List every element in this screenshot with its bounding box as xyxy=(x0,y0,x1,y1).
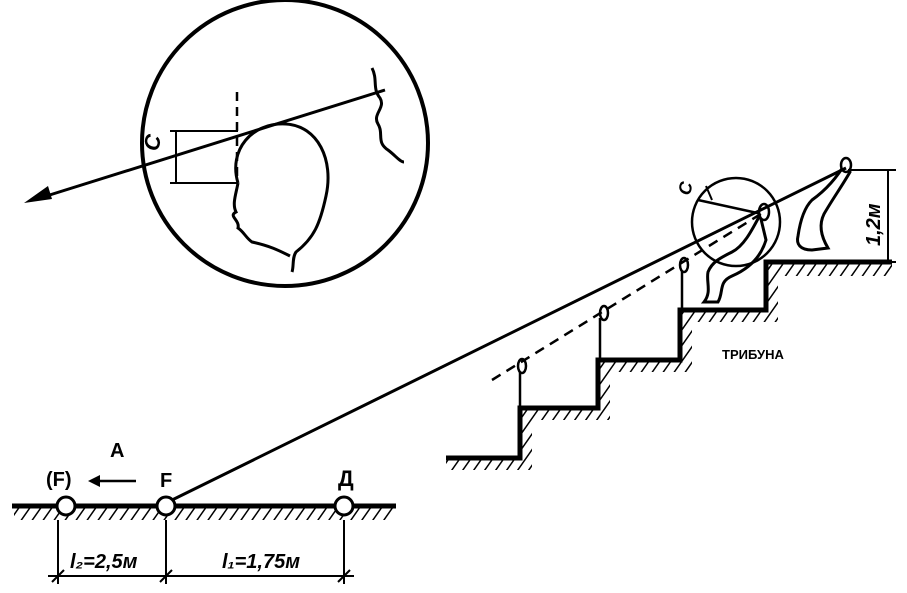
ground-section: (F) A F Д l₂=2,5м l₁=1,75м xyxy=(12,440,396,584)
dashed-sightline xyxy=(491,210,765,382)
dim-tick-1 xyxy=(51,569,65,583)
magnifier-sightline xyxy=(39,88,386,200)
tribune-stairs: C ТРИБУНА 1,2м xyxy=(446,156,896,470)
rear-spectator-outline xyxy=(370,67,405,164)
head-profile xyxy=(231,122,330,273)
point-f-shifted-label: (F) xyxy=(46,469,72,491)
tribune-label: ТРИБУНА xyxy=(722,347,784,362)
dim-tick-2 xyxy=(159,569,173,583)
spectator-head-1 xyxy=(516,357,528,375)
arrow-a-label: A xyxy=(110,440,124,462)
c-label-tribune: C xyxy=(674,179,696,197)
stairs-outline xyxy=(446,259,892,461)
sightlines xyxy=(167,166,847,504)
dim-tick-3 xyxy=(337,569,351,583)
detail-circle-small xyxy=(690,176,782,268)
c-label-magnifier: C xyxy=(138,131,166,153)
ground-hatch xyxy=(14,506,394,520)
magnifier-detail: C xyxy=(24,0,430,288)
sightline-arrowhead xyxy=(24,186,52,203)
dim-l2-label: l₂=2,5м xyxy=(70,551,138,573)
small-c-line xyxy=(697,198,763,216)
seated-figure-front xyxy=(700,210,768,304)
dim-l1-label: l₁=1,75м xyxy=(222,551,300,573)
seated-figure-back xyxy=(796,158,852,252)
small-c-tick xyxy=(705,185,713,201)
main-sightline xyxy=(167,166,847,504)
point-f-shifted-marker xyxy=(55,495,77,517)
point-f-label: F xyxy=(160,470,172,492)
point-d-marker xyxy=(333,495,355,517)
height-label: 1,2м xyxy=(863,203,885,246)
point-f-marker xyxy=(155,495,177,517)
arrow-a-head xyxy=(88,475,100,487)
point-d-label: Д xyxy=(338,466,354,491)
magnifier-circle xyxy=(140,0,430,288)
stairs-hatch xyxy=(446,262,892,470)
